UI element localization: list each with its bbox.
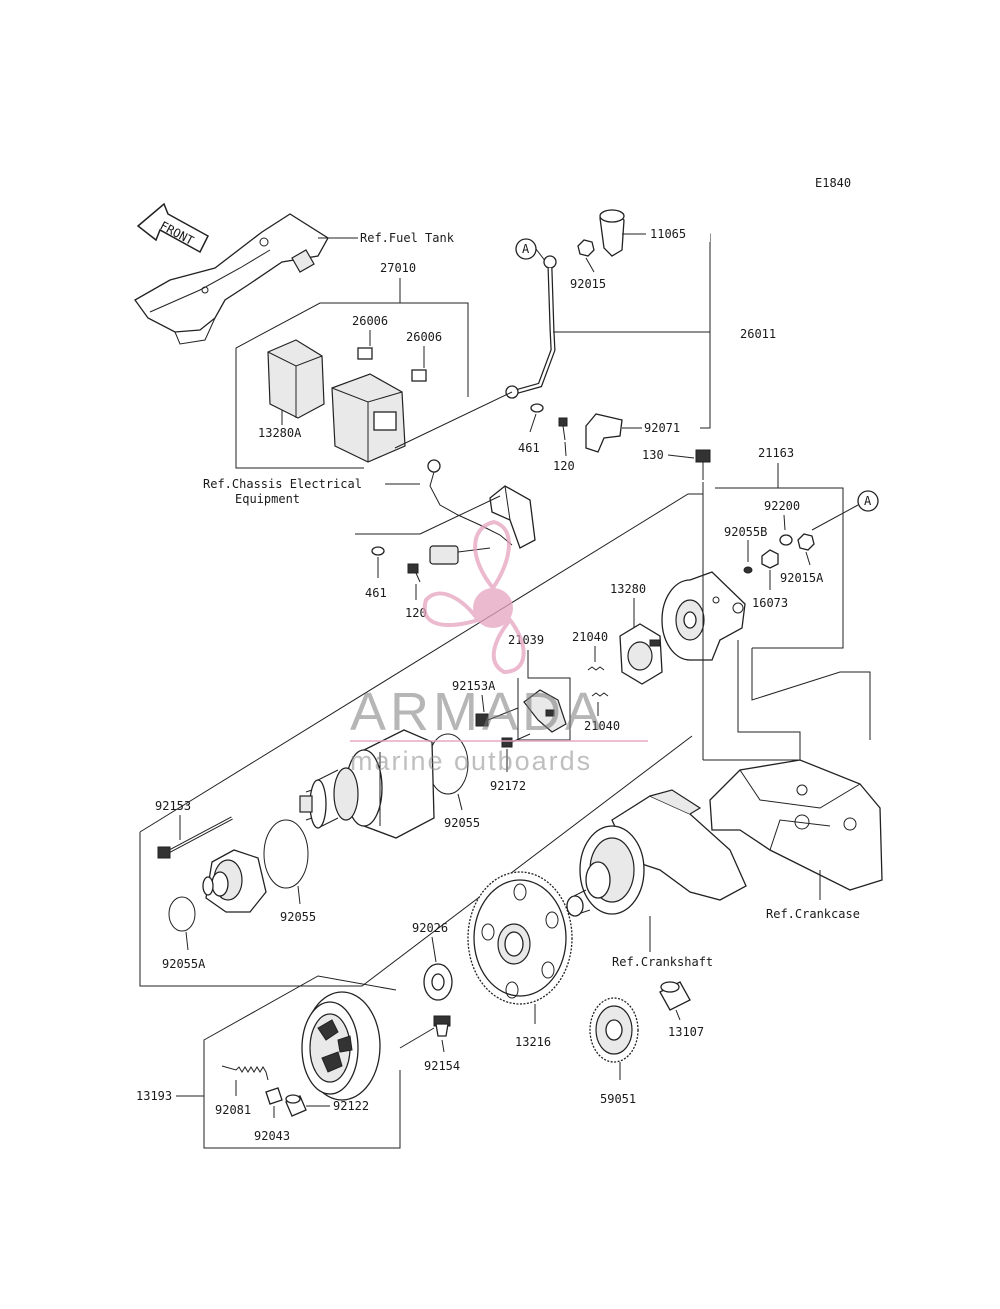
label-120-b: 120: [405, 606, 427, 620]
brush-holder-13280: [619, 623, 663, 685]
label-92153: 92153: [155, 799, 191, 813]
nut-92015: [577, 239, 595, 257]
starter-end-cover: [661, 571, 746, 661]
ground-lead: [489, 485, 536, 549]
fuel-tank-bracket: [134, 213, 329, 345]
label-13216: 13216: [515, 1035, 551, 1049]
label-21039: 21039: [508, 633, 544, 647]
callout-a-top-letter: A: [522, 242, 530, 256]
spring-21040-a: [587, 666, 605, 671]
label-92071: 92071: [644, 421, 680, 435]
harness-connector: [429, 545, 491, 565]
label-92122: 92122: [333, 1099, 369, 1113]
label-13280: 13280: [610, 582, 646, 596]
nut-16073: [761, 549, 779, 569]
diagram-code: E1840: [815, 176, 851, 190]
shaft-92154: [433, 1015, 451, 1037]
washer-92026: [423, 963, 453, 1001]
label-11065-text: 11065: [650, 227, 686, 241]
battery-cable-26011: [505, 255, 557, 399]
label-92015a: 92015A: [780, 571, 824, 585]
idle-gear-59051: [589, 997, 639, 1063]
label-ref-crankshaft: Ref.Crankshaft: [612, 955, 713, 969]
starter-motor-yoke: [299, 729, 435, 839]
label-92043: 92043: [254, 1129, 290, 1143]
label-461-b: 461: [365, 586, 387, 600]
starter-front-cover: [202, 849, 267, 913]
callout-a-right-letter: A: [864, 494, 872, 508]
label-ref-crankcase: Ref.Crankcase: [766, 907, 860, 921]
label-26011: 26011: [740, 327, 776, 341]
propeller-logo-icon: [422, 519, 526, 675]
watermark-tagline: marine outboards: [350, 746, 592, 776]
label-130: 130: [642, 448, 664, 462]
label-92055a: 92055A: [162, 957, 206, 971]
nut-92015a: [797, 533, 815, 551]
label-13280a: 13280A: [258, 426, 302, 440]
washer-461-b: [371, 546, 385, 556]
label-ref-chassis-line2: Equipment: [235, 492, 300, 506]
fuse-26006-a: [357, 347, 373, 360]
label-92200: 92200: [764, 499, 800, 513]
rubber-cap-11065: [599, 209, 625, 257]
boot-92071: [585, 413, 623, 453]
spring-92081: [221, 1065, 269, 1081]
harness-terminal: [427, 459, 441, 473]
watermark-brand: ARMADA: [350, 682, 605, 742]
label-ref-fuel-tank: Ref.Fuel Tank: [360, 231, 455, 245]
label-21040-a: 21040: [572, 630, 608, 644]
label-461-a: 461: [518, 441, 540, 455]
starter-relay: [331, 373, 406, 463]
label-ref-chassis-line1: Ref.Chassis Electrical: [203, 477, 362, 491]
label-92055-b: 92055: [280, 910, 316, 924]
label-92172: 92172: [490, 779, 526, 793]
label-92153a: 92153A: [452, 679, 496, 693]
crankcase: [709, 759, 883, 891]
spring-21040-b: [591, 692, 609, 697]
label-13193: 13193: [136, 1089, 172, 1103]
label-26006-b: 26006: [406, 330, 442, 344]
bolt-130: [695, 449, 711, 480]
label-92055-a: 92055: [444, 816, 480, 830]
label-21163: 21163: [758, 446, 794, 460]
front-arrow-icon: FRONT: [136, 202, 209, 254]
o-ring-92055-b: [263, 819, 309, 889]
crankshaft: [566, 789, 747, 917]
label-92015: 92015: [570, 277, 606, 291]
connector-13280a: [267, 339, 325, 419]
o-ring-92055b: [743, 566, 753, 574]
bolt-120-b: [407, 563, 421, 583]
label-92154: 92154: [424, 1059, 460, 1073]
starter-gear-13216: [467, 871, 573, 1005]
label-16073: 16073: [752, 596, 788, 610]
label-120-a: 120: [553, 459, 575, 473]
brush-plate-21039: [523, 689, 567, 733]
fuse-26006-b: [411, 369, 427, 382]
starter-clutch: [301, 991, 381, 1101]
label-92026: 92026: [412, 921, 448, 935]
callout-a-right: [857, 490, 879, 512]
label-13107: 13107: [668, 1025, 704, 1039]
label-21040-b: 21040: [584, 719, 620, 733]
bolt-120-a: [558, 417, 568, 441]
label-92081: 92081: [215, 1103, 251, 1117]
bolt-92153a: [475, 707, 519, 727]
o-ring-92055a: [168, 896, 196, 932]
bushing-13107: [659, 981, 691, 1011]
label-27010: 27010: [380, 261, 416, 275]
armada-watermark: ARMADA marine outboards: [350, 519, 648, 776]
label-26006-a: 26006: [352, 314, 388, 328]
through-bolt-92153: [157, 816, 233, 859]
label-92055b: 92055B: [724, 525, 767, 539]
roller-92122: [285, 1094, 307, 1117]
washer-461-a: [530, 403, 544, 413]
washer-92200: [779, 534, 793, 546]
label-59051: 59051: [600, 1092, 636, 1106]
plunger-92043: [265, 1087, 283, 1105]
